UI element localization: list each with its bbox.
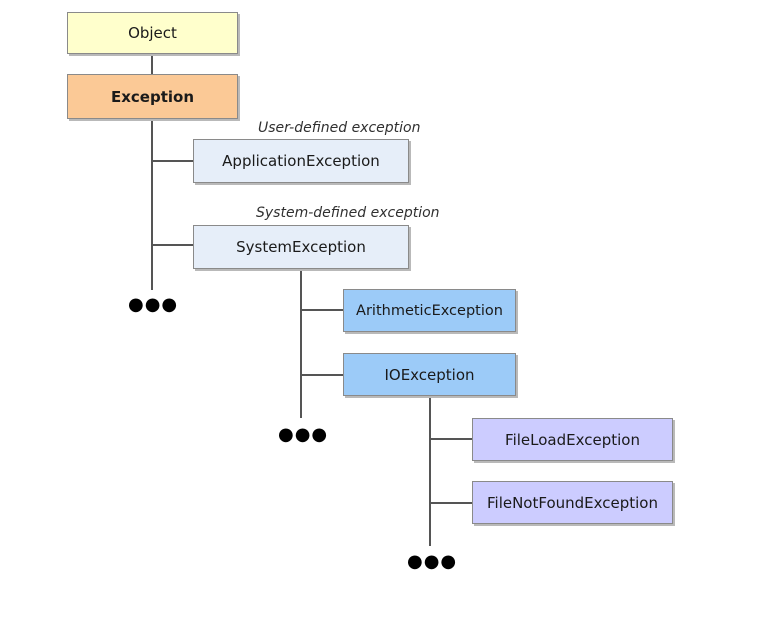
caption-system-defined: System-defined exception xyxy=(256,205,440,221)
node-io-exception: IOException xyxy=(343,353,516,396)
node-file-load-exception-label: FileLoadException xyxy=(505,430,640,449)
node-system-exception: SystemException xyxy=(193,225,409,269)
caption-user-defined: User-defined exception xyxy=(258,120,421,136)
node-object: Object xyxy=(67,12,238,54)
node-arithmetic-exception-label: ArithmeticException xyxy=(356,302,503,319)
node-arithmetic-exception: ArithmeticException xyxy=(343,289,516,332)
node-application-exception-label: ApplicationException xyxy=(222,152,380,170)
node-system-exception-label: SystemException xyxy=(236,238,366,256)
node-application-exception: ApplicationException xyxy=(193,139,409,183)
ellipsis-io-children: ●●● xyxy=(407,551,458,572)
ellipsis-system-children: ●●● xyxy=(278,424,329,445)
ellipsis-exception-children: ●●● xyxy=(128,294,179,315)
node-exception: Exception xyxy=(67,74,238,119)
node-file-not-found-exception: FileNotFoundException xyxy=(472,481,673,524)
node-file-not-found-exception-label: FileNotFoundException xyxy=(486,493,658,512)
node-file-load-exception: FileLoadException xyxy=(472,418,673,461)
node-io-exception-label: IOException xyxy=(384,365,475,384)
node-object-label: Object xyxy=(128,24,177,42)
node-exception-label: Exception xyxy=(110,87,195,106)
